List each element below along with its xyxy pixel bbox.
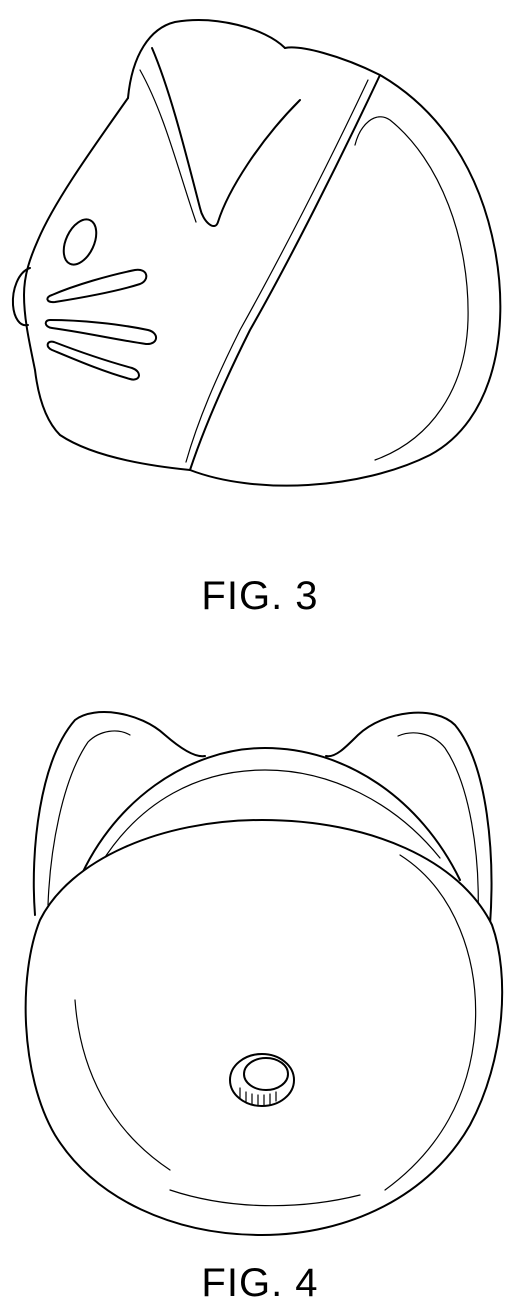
whisker-2 [46,320,156,344]
figure-3-svg [0,0,520,560]
body-disc-outline [26,820,503,1235]
figure-3-drawing [0,0,520,560]
figure-3-caption: FIG. 3 [0,574,520,619]
face-front-outline [24,98,190,470]
figure-4-caption: FIG. 4 [0,1261,520,1306]
whisker-3 [48,342,139,380]
body-rear-dome-outline [190,47,500,485]
ear-inner-curve [152,48,300,226]
figure-4-svg [0,690,520,1260]
nose-bump [13,268,30,325]
dome-inner-highlight [355,117,468,460]
eye [57,214,103,269]
figure-4-drawing [0,690,520,1260]
whisker-1 [47,270,146,302]
shell-parting-line-inner [186,80,368,462]
shell-parting-line [190,75,380,470]
head-top-ridge [128,20,285,98]
